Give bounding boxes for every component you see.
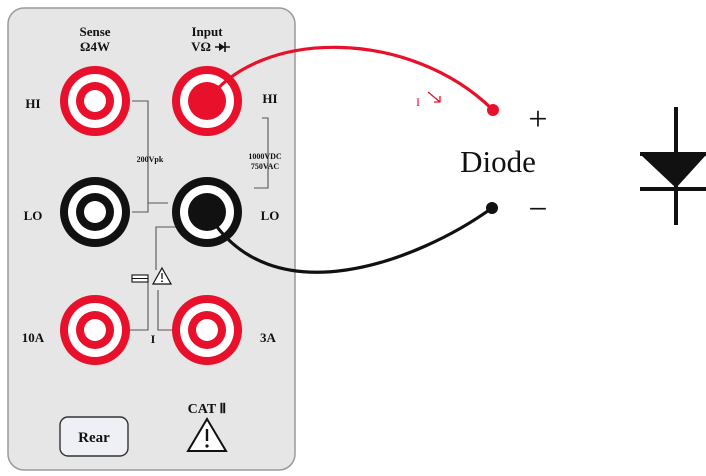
max-dc-label: 1000VDC: [248, 152, 282, 161]
plus-sign: +: [528, 101, 547, 138]
sense-hi-jack[interactable]: [60, 66, 130, 136]
small-diode-icon: [215, 42, 230, 52]
rear-button-label: Rear: [78, 430, 110, 446]
input-label: Input: [191, 24, 223, 39]
isolation-voltage-label: 200Vpk: [137, 155, 164, 164]
rear-button[interactable]: [59, 416, 129, 457]
input-sub-label: VΩ: [191, 39, 211, 54]
3a-jack[interactable]: [172, 295, 242, 365]
current-arrow-label: I: [416, 95, 420, 109]
left-hi-label: HI: [25, 96, 40, 111]
diode-symbol-icon: [640, 107, 706, 225]
right-hi-label: HI: [262, 91, 277, 106]
left-lo-label: LO: [24, 208, 43, 223]
current-arrow-icon: [427, 91, 441, 103]
internal-wiring: [128, 100, 269, 331]
minus-sign: −: [528, 191, 547, 228]
fuse-icon: [131, 274, 149, 283]
red-test-lead: [205, 45, 495, 112]
max-ac-label: 750VAC: [251, 162, 280, 171]
current-label: I: [151, 332, 156, 346]
sense-sub-label: Ω4W: [80, 39, 110, 54]
right-lo-label: LO: [261, 208, 280, 223]
sense-label: Sense: [79, 24, 110, 39]
10a-jack[interactable]: [60, 295, 130, 365]
small-warning-icon: [151, 266, 173, 285]
component-label: Diode: [460, 144, 536, 179]
left-10a-label: 10A: [22, 330, 45, 345]
black-test-lead: [205, 206, 493, 274]
warning-triangle-icon: [186, 417, 228, 452]
sense-lo-jack[interactable]: [60, 177, 130, 247]
front-panel: [7, 7, 296, 471]
category-label: CAT Ⅱ: [188, 402, 227, 417]
negative-terminal: [486, 202, 498, 214]
positive-terminal: [487, 104, 499, 116]
right-3a-label: 3A: [260, 330, 277, 345]
